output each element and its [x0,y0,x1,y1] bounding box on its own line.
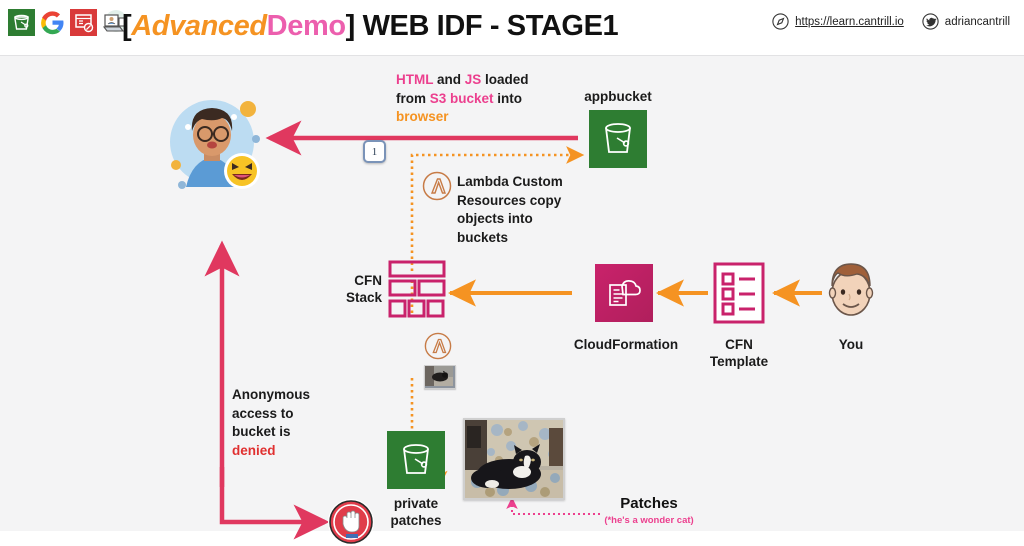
cfn-template-label-line1: CFN [725,337,753,352]
cfn-stack-label: CFN Stack [320,272,382,306]
cfn-stack-label-line1: CFN [354,273,382,288]
title-advanced: Advanced [131,10,267,42]
anonymous-note-line3: bucket is [232,424,291,439]
cloudformation-icon[interactable] [595,264,653,322]
into-text: into [493,90,523,106]
from-text: from [396,90,430,106]
site-url-label: https://learn.cantrill.io [795,15,904,28]
cat-photo-image [463,418,565,500]
anonymous-note-line1: Anonymous [232,387,311,402]
s3-bucket-icon [8,9,35,36]
cat-thumbnail-image [425,366,453,386]
page-title: [AdvancedDemo] WEB IDF - STAGE1 [122,7,619,45]
arrow-cfn-to-appbucket [410,146,585,313]
private-bucket-label-line1: private [393,496,439,511]
lambda-note-line2: Resources copy [457,192,562,208]
anonymous-note-denied: denied [232,442,276,458]
twitter-handle-label: adriancantrill [944,15,1010,28]
cfn-stack-glyph [388,260,446,318]
step1-line2: from S3 bucket into [396,90,529,109]
diagram-stage: 1 HTML and JS loaded from S3 bucket into… [0,55,1024,545]
step1-line3: browser [396,109,449,124]
lambda-icon [422,171,452,201]
cfn-template-glyph [713,262,765,324]
avatar-illustration [170,100,260,189]
s3-bucket-keyword: S3 bucket [429,90,494,106]
twitter-handle-link[interactable]: adriancantrill [922,13,1010,30]
compass-icon [772,13,789,30]
twitter-icon [922,13,939,30]
arrow-to-denied-icon [219,467,330,540]
step1-note: HTML and JS loaded from S3 bucket into b… [396,71,529,127]
lambda-copy-icon [424,332,452,360]
and-text: and [433,72,465,87]
connector-layer [204,120,822,540]
person-face-icon [828,263,874,316]
private-bucket-label-line2: patches [390,513,442,528]
private-bucket-icon[interactable] [387,431,445,489]
cat-thumbnail-small [424,365,456,389]
lambda-note: Lambda Custom Resources copy objects int… [457,173,563,247]
title-suffix: ] WEB IDF - STAGE1 [345,10,619,42]
private-bucket-label: private patches [366,495,466,529]
document-red-icon [70,9,97,36]
google-icon [41,11,64,35]
cfn-stack-icon[interactable] [388,260,446,320]
js-keyword: JS [464,72,482,87]
patches-label: Patches [620,495,678,512]
site-url-link[interactable]: https://learn.cantrill.io [772,13,904,30]
header-icon-group [8,9,128,36]
lambda-note-icon [422,171,452,201]
cfn-template-icon[interactable] [713,262,765,324]
s3-bucket-glyph-private [403,444,429,474]
header-links: https://learn.cantrill.io adriancantrill [772,13,1010,30]
patches-sublabel: (*he's a wonder cat) [604,515,694,526]
title-demo: Demo [266,10,346,42]
step1-line1: HTML and JS loaded [396,71,529,90]
lambda-note-line3: objects into [457,211,533,226]
cfn-template-label: CFN Template [689,336,789,370]
cfn-stack-label-line2: Stack [345,290,382,305]
appbucket-icon[interactable] [589,110,647,168]
title-bracket-open: [ [122,10,132,42]
you-avatar [825,260,877,322]
html-keyword: HTML [396,72,434,87]
lambda-icon-small [424,332,452,360]
cloudformation-label: CloudFormation [573,337,679,352]
you-label: You [838,337,864,352]
lambda-note-line4: buckets [457,229,509,245]
anonymous-access-note: Anonymous access to bucket is denied [232,386,310,460]
s3-bucket-glyph [605,123,631,153]
browser-user-avatar [160,87,270,197]
anonymous-note-line2: access to [232,405,294,421]
training-icon [102,10,127,32]
step-badge-1: 1 [363,140,386,163]
lambda-note-line1: Lambda Custom [457,174,563,189]
appbucket-label: appbucket [584,89,652,104]
page-header: [AdvancedDemo] WEB IDF - STAGE1 https://… [0,0,1024,56]
cfn-template-label-line2: Template [709,354,769,369]
patches-cat-photo [463,418,565,500]
loaded-text: loaded [481,72,529,87]
cloudformation-glyph [609,280,641,306]
